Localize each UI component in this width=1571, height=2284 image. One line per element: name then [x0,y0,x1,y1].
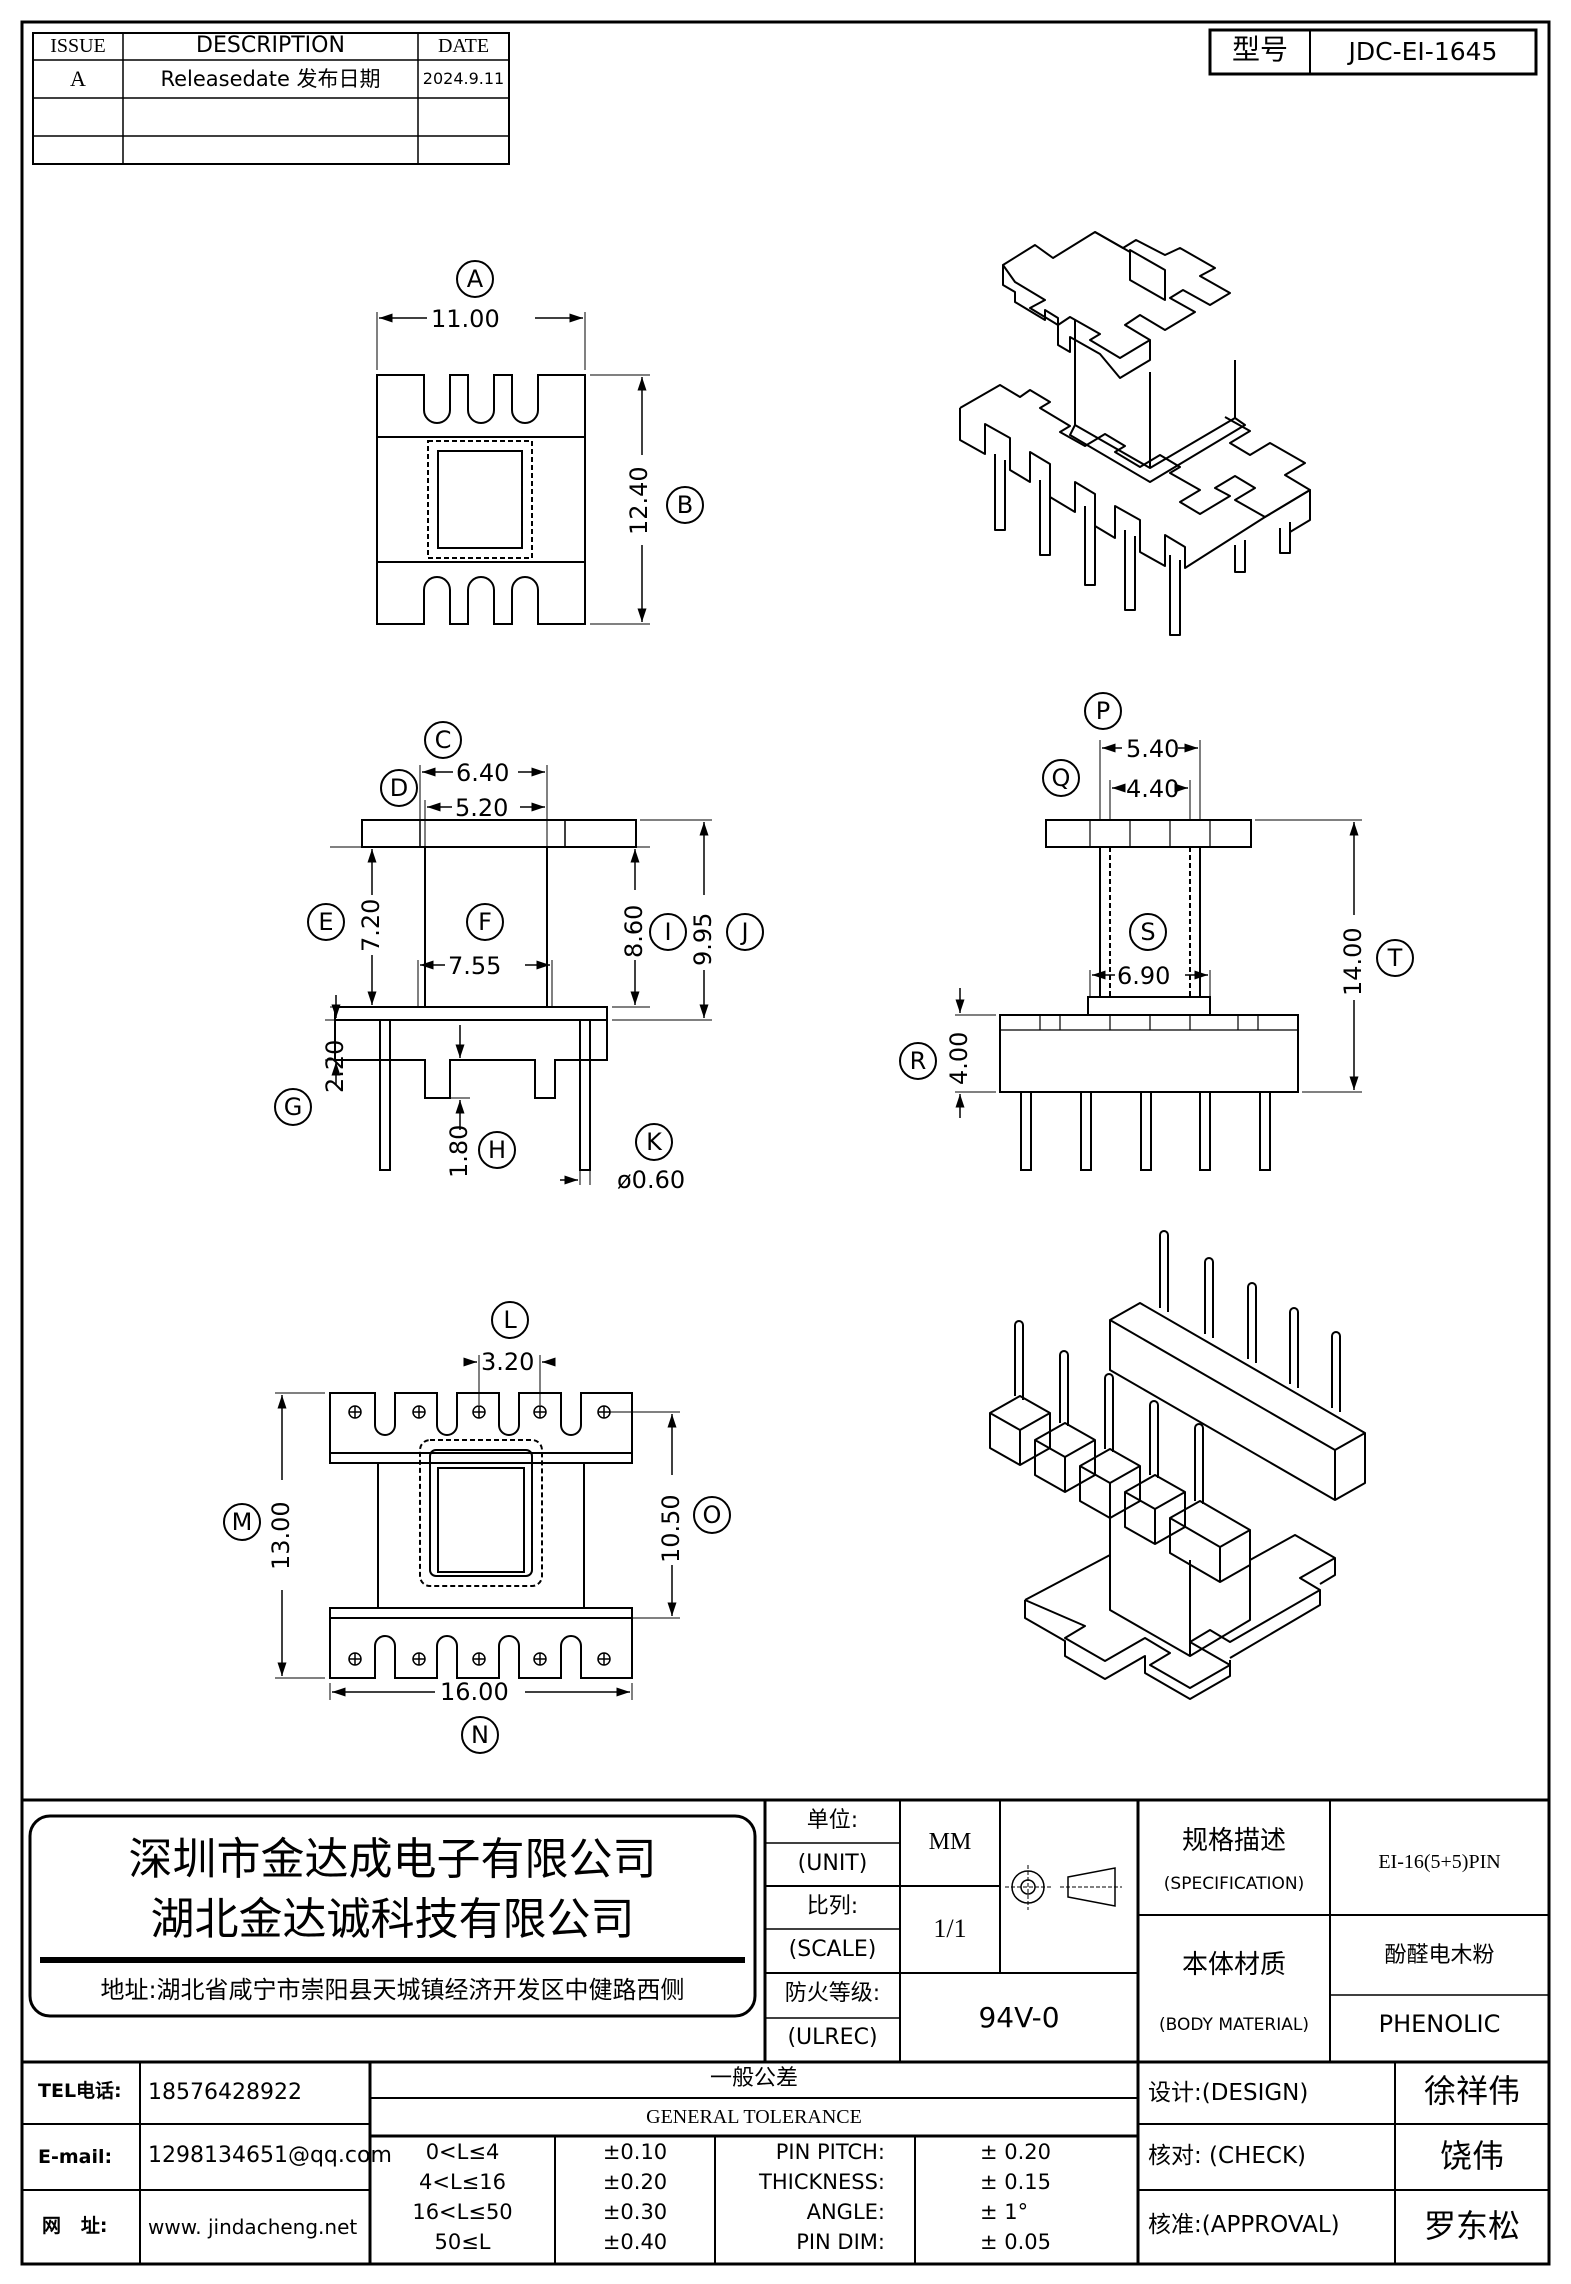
company-name-secondary: 湖北金达诚科技有限公司 [150,1894,635,1945]
tolerance-value-1: ±0.10 [602,2140,668,2164]
dim-Q-value: 4.40 [1126,775,1180,803]
design-label: 设计:(DESIGN) [1148,2080,1309,2106]
dim-O-label: O [702,1501,722,1529]
tolerance-value-4: ±0.40 [602,2230,668,2254]
front-view [274,721,764,1185]
fire-label-cn: 防火等级: [784,1981,881,2006]
side-view [899,692,1414,1171]
dim-S-label: S [1140,918,1156,946]
designer-name: 徐祥伟 [1423,2072,1520,2110]
isometric-view-bottom [989,1230,1366,1700]
company-name-primary: 深圳市金达成电子有限公司 [128,1834,657,1885]
checker-name: 饶伟 [1439,2137,1504,2175]
dim-H-label: H [487,1136,507,1164]
model-box [1208,28,1538,76]
tolerance-range-2: 4<L≤16 [419,2170,506,2194]
spec-label-en: (SPECIFICATION) [1163,1874,1305,1894]
scale-label-cn: 比列: [806,1894,859,1919]
dim-L-label: L [503,1306,517,1334]
dim-I-label: I [664,918,672,946]
dim-L-value: 3.20 [481,1348,535,1376]
thickness-label: THICKNESS: [759,2170,885,2194]
dim-Q-label: Q [1051,764,1071,792]
material-label-en: (BODY MATERIAL) [1159,2015,1309,2035]
dim-M-label: M [231,1508,253,1536]
company-address: 地址:湖北省咸宁市崇阳县天城镇经济开发区中健路西侧 [100,1976,685,2004]
check-label: 核对: (CHECK) [1148,2143,1307,2169]
tel-value: 18576428922 [148,2080,302,2105]
dim-N-label: N [471,1721,489,1749]
dim-F-label: F [478,908,492,936]
tolerance-title-cn: 一般公差 [709,2066,798,2091]
email-value: 1298134651@qq.com [148,2143,392,2168]
material-value-cn: 酚醛电木粉 [1384,1943,1495,1968]
thickness-value: ± 0.15 [980,2170,1052,2194]
revision-description-cell: Releasedate 发布日期 [160,67,381,91]
dim-D-value: 5.20 [455,794,509,822]
fire-label-en: (ULREC) [787,2025,878,2050]
web-value: www. jindacheng.net [148,2215,358,2239]
technical-drawings [223,231,1414,1754]
dim-G-label: G [283,1093,303,1121]
model-label: 型号 [1231,33,1288,66]
pin-pitch-value: ± 0.20 [980,2140,1052,2164]
top-view [376,260,704,625]
dim-F-value: 7.55 [448,952,502,980]
tolerance-range-1: 0<L≤4 [425,2140,500,2164]
dim-D-label: D [389,774,409,802]
spec-value: EI-16(5+5)PIN [1378,1851,1501,1873]
bottom-view [223,1301,731,1754]
tel-label: TEL电话: [38,2080,122,2102]
dim-S-value: 6.90 [1117,962,1171,990]
dim-P-value: 5.40 [1126,735,1180,763]
tolerance-range-4: 50≤L [434,2230,491,2254]
scale-label-en: (SCALE) [788,1937,877,1962]
dim-R-label: R [909,1047,927,1075]
tolerance-range-3: 16<L≤50 [412,2200,513,2224]
spec-label-cn: 规格描述 [1181,1826,1286,1856]
dim-J-label: J [741,918,749,946]
revision-table-grid [32,32,510,165]
isometric-view-top [959,231,1311,636]
angle-label: ANGLE: [806,2200,885,2224]
dim-B-label: B [676,491,694,519]
material-label-cn: 本体材质 [1181,1950,1286,1980]
unit-label-cn: 单位: [806,1808,859,1833]
dim-T-label: T [1387,944,1403,972]
model-number: JDC-EI-1645 [1348,37,1498,66]
tolerance-value-3: ±0.30 [602,2200,668,2224]
approver-name: 罗东松 [1423,2207,1520,2245]
approval-label: 核准:(APPROVAL) [1148,2212,1340,2238]
pin-pitch-label: PIN PITCH: [775,2140,885,2164]
email-label: E-mail: [38,2146,113,2168]
dim-K-label: K [646,1128,662,1156]
web-label: 网 址: [42,2215,108,2237]
revision-issue-cell: A [70,66,86,91]
angle-value: ± 1° [980,2200,1029,2224]
dim-P-label: P [1095,697,1111,725]
revision-date-cell: 2024.9.11 [422,69,505,88]
unit-label-en: (UNIT) [797,1851,868,1876]
dim-E-label: E [318,908,334,936]
revision-header-description: DESCRIPTION [196,33,345,58]
unit-value: MM [928,1829,972,1855]
material-value-en: PHENOLIC [1378,2010,1501,2038]
dim-A-label: A [466,265,484,293]
pin-dim-label: PIN DIM: [796,2230,885,2254]
tolerance-value-2: ±0.20 [602,2170,668,2194]
dim-C-value: 6.40 [456,759,510,787]
tolerance-title-en: GENERAL TOLERANCE [646,2106,862,2128]
dim-K-value: ø0.60 [617,1166,686,1194]
fire-value: 94V-0 [978,2001,1060,2034]
dim-A-value: 11.00 [431,305,500,333]
pin-dim-value: ± 0.05 [980,2230,1052,2254]
revision-header-issue: ISSUE [50,35,106,57]
revision-header-date: DATE [437,35,490,57]
dim-C-label: C [434,726,452,754]
dim-N-value: 16.00 [440,1678,509,1706]
scale-value: 1/1 [933,1914,967,1943]
